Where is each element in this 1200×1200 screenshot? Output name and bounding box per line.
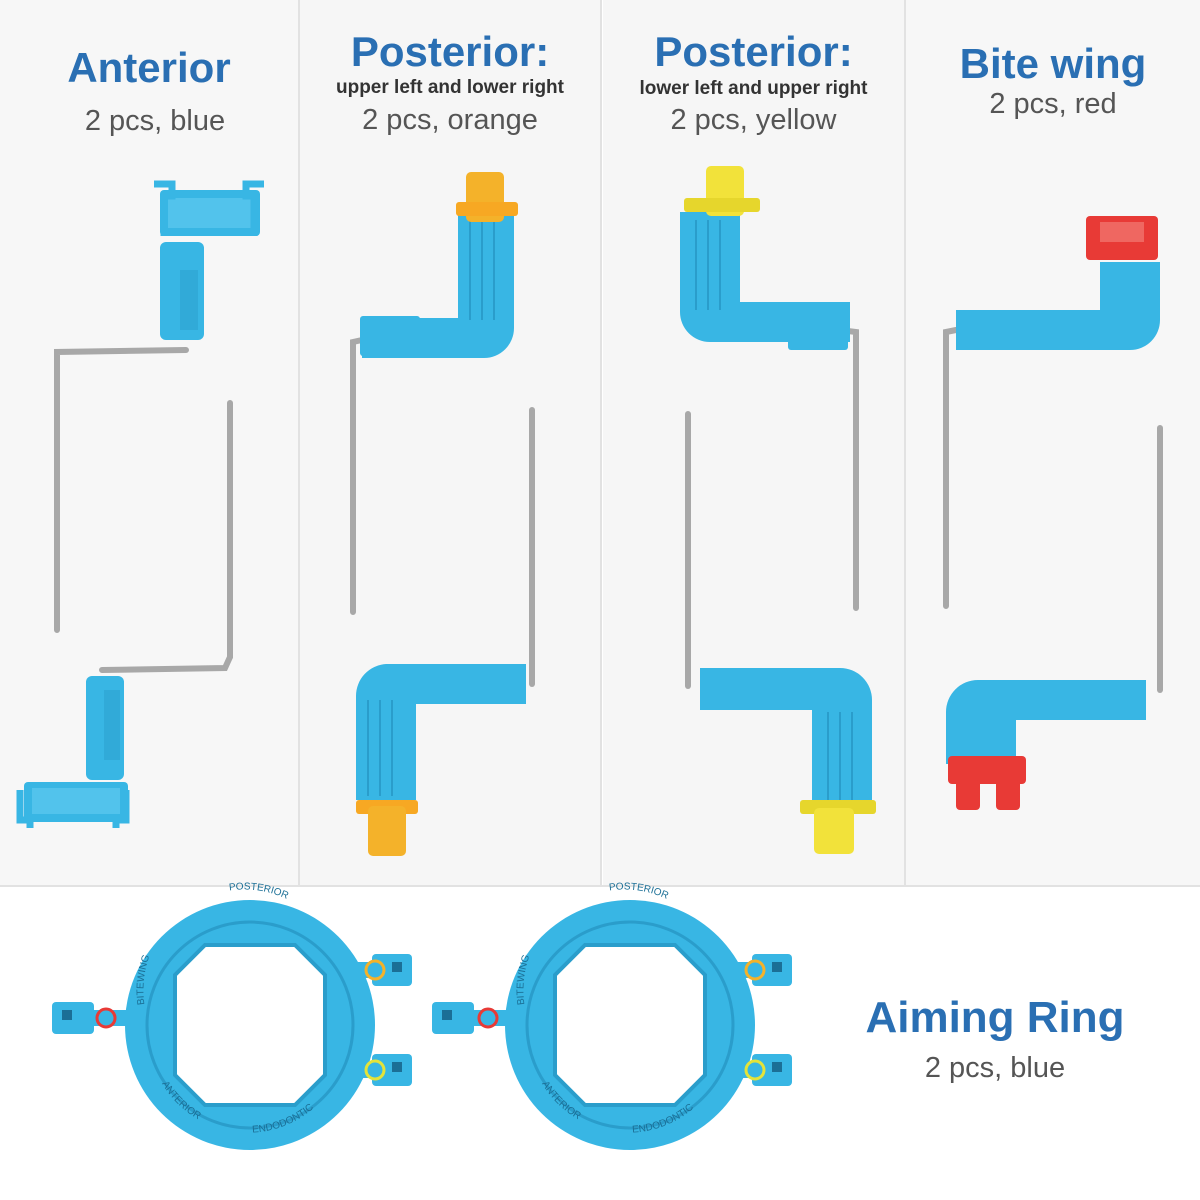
svg-text:POSTERIOR: POSTERIOR [608, 881, 670, 901]
aiming-ring-count: 2 pcs, blue [924, 1052, 1066, 1084]
column-divider [298, 0, 300, 885]
posterior-orange-subtitle: upper left and lower right [335, 77, 564, 98]
posterior-yellow-holder-top [680, 166, 859, 611]
bite-wing-holder-top [943, 216, 1160, 609]
posterior-yellow-holder-bottom [685, 411, 876, 854]
posterior-orange-count: 2 pcs, orange [362, 104, 538, 136]
column-divider [600, 0, 602, 885]
bite-wing-holder-bottom [946, 425, 1163, 810]
bite-wing-title: Bite wing [959, 40, 1147, 87]
aiming-ring-left: POSTERIOR BITEWING ANTERIOR ENDODONTIC [52, 881, 412, 1150]
bite-wing-count: 2 pcs, red [989, 88, 1117, 120]
anterior-panel [0, 0, 298, 885]
svg-text:POSTERIOR: POSTERIOR [228, 881, 290, 901]
section-divider [0, 885, 1200, 887]
aiming-ring-right: POSTERIOR BITEWING ANTERIOR ENDODONTIC [432, 881, 792, 1150]
ring-label-posterior: POSTERIOR [228, 881, 290, 901]
column-divider [904, 0, 906, 885]
posterior-yellow-title: Posterior: [654, 28, 853, 75]
posterior-orange-holder-top [350, 172, 518, 615]
posterior-orange-title: Posterior: [350, 28, 550, 75]
anterior-count: 2 pcs, blue [84, 105, 226, 137]
posterior-yellow-count: 2 pcs, yellow [670, 104, 837, 136]
aiming-ring-title: Aiming Ring [865, 993, 1125, 1042]
ring-label-posterior: POSTERIOR [608, 881, 670, 901]
anterior-holder-top [54, 180, 264, 633]
posterior-yellow-subtitle: lower left and upper right [639, 78, 868, 99]
posterior-orange-holder-bottom [355, 407, 535, 856]
anterior-title: Anterior [67, 44, 231, 91]
anterior-holder-bottom [16, 400, 233, 828]
